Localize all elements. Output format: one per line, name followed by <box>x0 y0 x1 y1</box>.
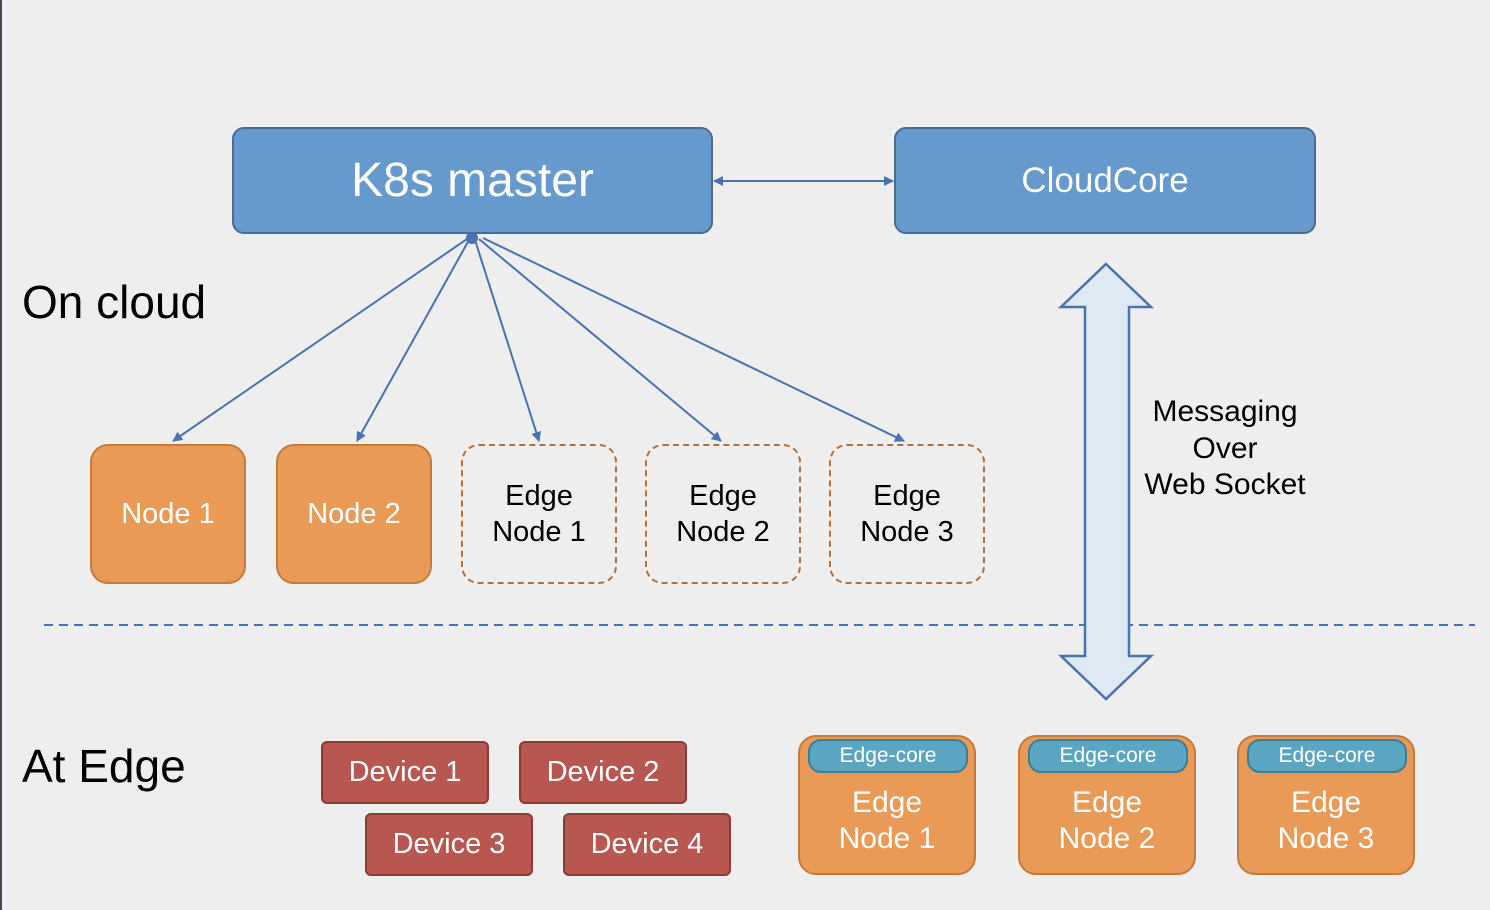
device-3: Device 3 <box>365 813 533 876</box>
edge-node-1: Edge-core Edge Node 1 <box>798 735 976 875</box>
region-label-cloud: On cloud <box>22 276 207 328</box>
cloud-node-2: Node 2 <box>276 444 432 584</box>
device-1: Device 1 <box>321 741 489 804</box>
arrow-to-edge-placeholder-3 <box>482 237 905 442</box>
edge-node-3: Edge-core Edge Node 3 <box>1237 735 1415 875</box>
edge-node-placeholder-2: Edge Node 2 <box>645 444 801 584</box>
master-anchor <box>466 232 478 244</box>
edge-node-2: Edge-core Edge Node 2 <box>1018 735 1196 875</box>
device-2: Device 2 <box>519 741 687 804</box>
cloudcore-label: CloudCore <box>1021 160 1189 200</box>
arrow-to-edge-placeholder-1 <box>474 239 542 442</box>
edge-node-2-label: Edge Node 2 <box>1058 786 1156 855</box>
edge-node-placeholder-1: Edge Node 1 <box>461 444 617 584</box>
arrow-to-edge-placeholder-2 <box>478 238 722 442</box>
websocket-double-arrow <box>1057 262 1155 701</box>
edge-core-badge-2: Edge-core <box>1028 739 1188 773</box>
arrow-to-node-1 <box>172 238 468 442</box>
arrow-to-node-2 <box>356 239 470 442</box>
k8s-master-label: K8s master <box>351 154 594 207</box>
cloudcore-box: CloudCore <box>894 127 1316 234</box>
left-border <box>0 0 2 910</box>
cloud-node-1: Node 1 <box>90 444 246 584</box>
websocket-label: Messaging Over Web Socket <box>1144 395 1306 502</box>
edge-node-3-label: Edge Node 3 <box>1277 786 1375 855</box>
edge-core-badge-3: Edge-core <box>1247 739 1407 773</box>
device-4: Device 4 <box>563 813 731 876</box>
edge-node-1-label: Edge Node 1 <box>838 786 936 855</box>
k8s-master-box: K8s master <box>232 127 713 234</box>
region-label-edge: At Edge <box>22 740 186 792</box>
edge-node-placeholder-3: Edge Node 3 <box>829 444 985 584</box>
edge-core-badge-1: Edge-core <box>808 739 968 773</box>
